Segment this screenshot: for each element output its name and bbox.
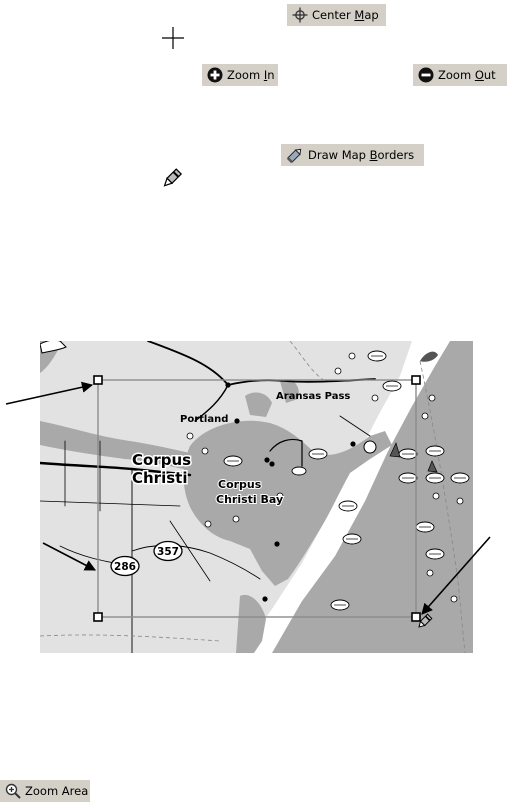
zoom-area-label: Zoom Area <box>25 784 89 798</box>
laguna-madre <box>236 594 266 653</box>
wreck-marks <box>227 355 466 606</box>
arrow-right <box>421 536 491 615</box>
light-marker <box>420 351 438 362</box>
map-pencil-cursor-icon <box>418 613 433 628</box>
light-marker-3 <box>427 460 438 473</box>
border-handles <box>93 375 421 622</box>
zoom-in-label: Zoom In <box>227 68 275 82</box>
map-label-bay-corpus: Corpus <box>218 478 262 491</box>
county-boundary <box>40 634 221 642</box>
zoom-out-label: Zoom Out <box>438 68 496 82</box>
map-label-corpus: Corpus <box>132 451 191 469</box>
map-label-aransas-pass: Aransas Pass <box>276 391 350 402</box>
arrow-left <box>42 542 96 571</box>
map-label-christi: Christi <box>132 469 187 487</box>
zoom-area-button[interactable]: Zoom Area <box>0 780 90 802</box>
pencil-icon <box>286 148 302 164</box>
upper-bay-2 <box>280 379 299 403</box>
crosshair-cursor-icon <box>162 27 184 49</box>
plus-circle-icon <box>207 67 223 83</box>
gulf-water <box>255 341 473 653</box>
center-map-button[interactable]: Center Map <box>287 4 386 26</box>
handle-bottom-left[interactable] <box>93 612 103 622</box>
center-map-label: Center Map <box>312 8 379 22</box>
map-canvas: 286 357 Portland Aransas Pass Corpus Chr… <box>40 341 473 653</box>
barrier-island <box>240 341 450 653</box>
light-marker-2 <box>389 441 401 458</box>
handle-bottom-right[interactable] <box>411 612 421 622</box>
crosshair-icon <box>292 7 308 23</box>
handle-top-left[interactable] <box>93 375 103 385</box>
route-357-label: 357 <box>157 546 179 558</box>
zoom-out-button[interactable]: Zoom Out <box>413 64 507 86</box>
map-view[interactable]: 286 357 Portland Aransas Pass Corpus Chr… <box>40 341 473 653</box>
compass-marker <box>363 440 377 454</box>
route-286-shield <box>110 555 140 577</box>
town-dots <box>225 382 356 602</box>
magnifier-plus-icon <box>5 783 21 799</box>
map-border-rectangle[interactable] <box>97 379 417 618</box>
buoy-markers <box>186 352 464 603</box>
minus-circle-icon <box>418 67 434 83</box>
nueces-bay <box>40 421 192 471</box>
upper-bay <box>245 392 272 417</box>
pencil-cursor-icon <box>163 168 183 187</box>
route-357-shield <box>153 540 183 562</box>
draw-map-borders-label: Draw Map Borders <box>308 148 415 162</box>
handle-top-right[interactable] <box>411 375 421 385</box>
map-label-portland: Portland <box>180 414 228 425</box>
route-shield-top <box>40 341 67 354</box>
map-label-bay-name: Christi Bay <box>216 493 283 506</box>
zoom-in-button[interactable]: Zoom In <box>202 64 278 86</box>
arrow-top-left <box>5 381 94 405</box>
route-286-label: 286 <box>114 561 136 573</box>
draw-map-borders-button[interactable]: Draw Map Borders <box>281 144 424 166</box>
